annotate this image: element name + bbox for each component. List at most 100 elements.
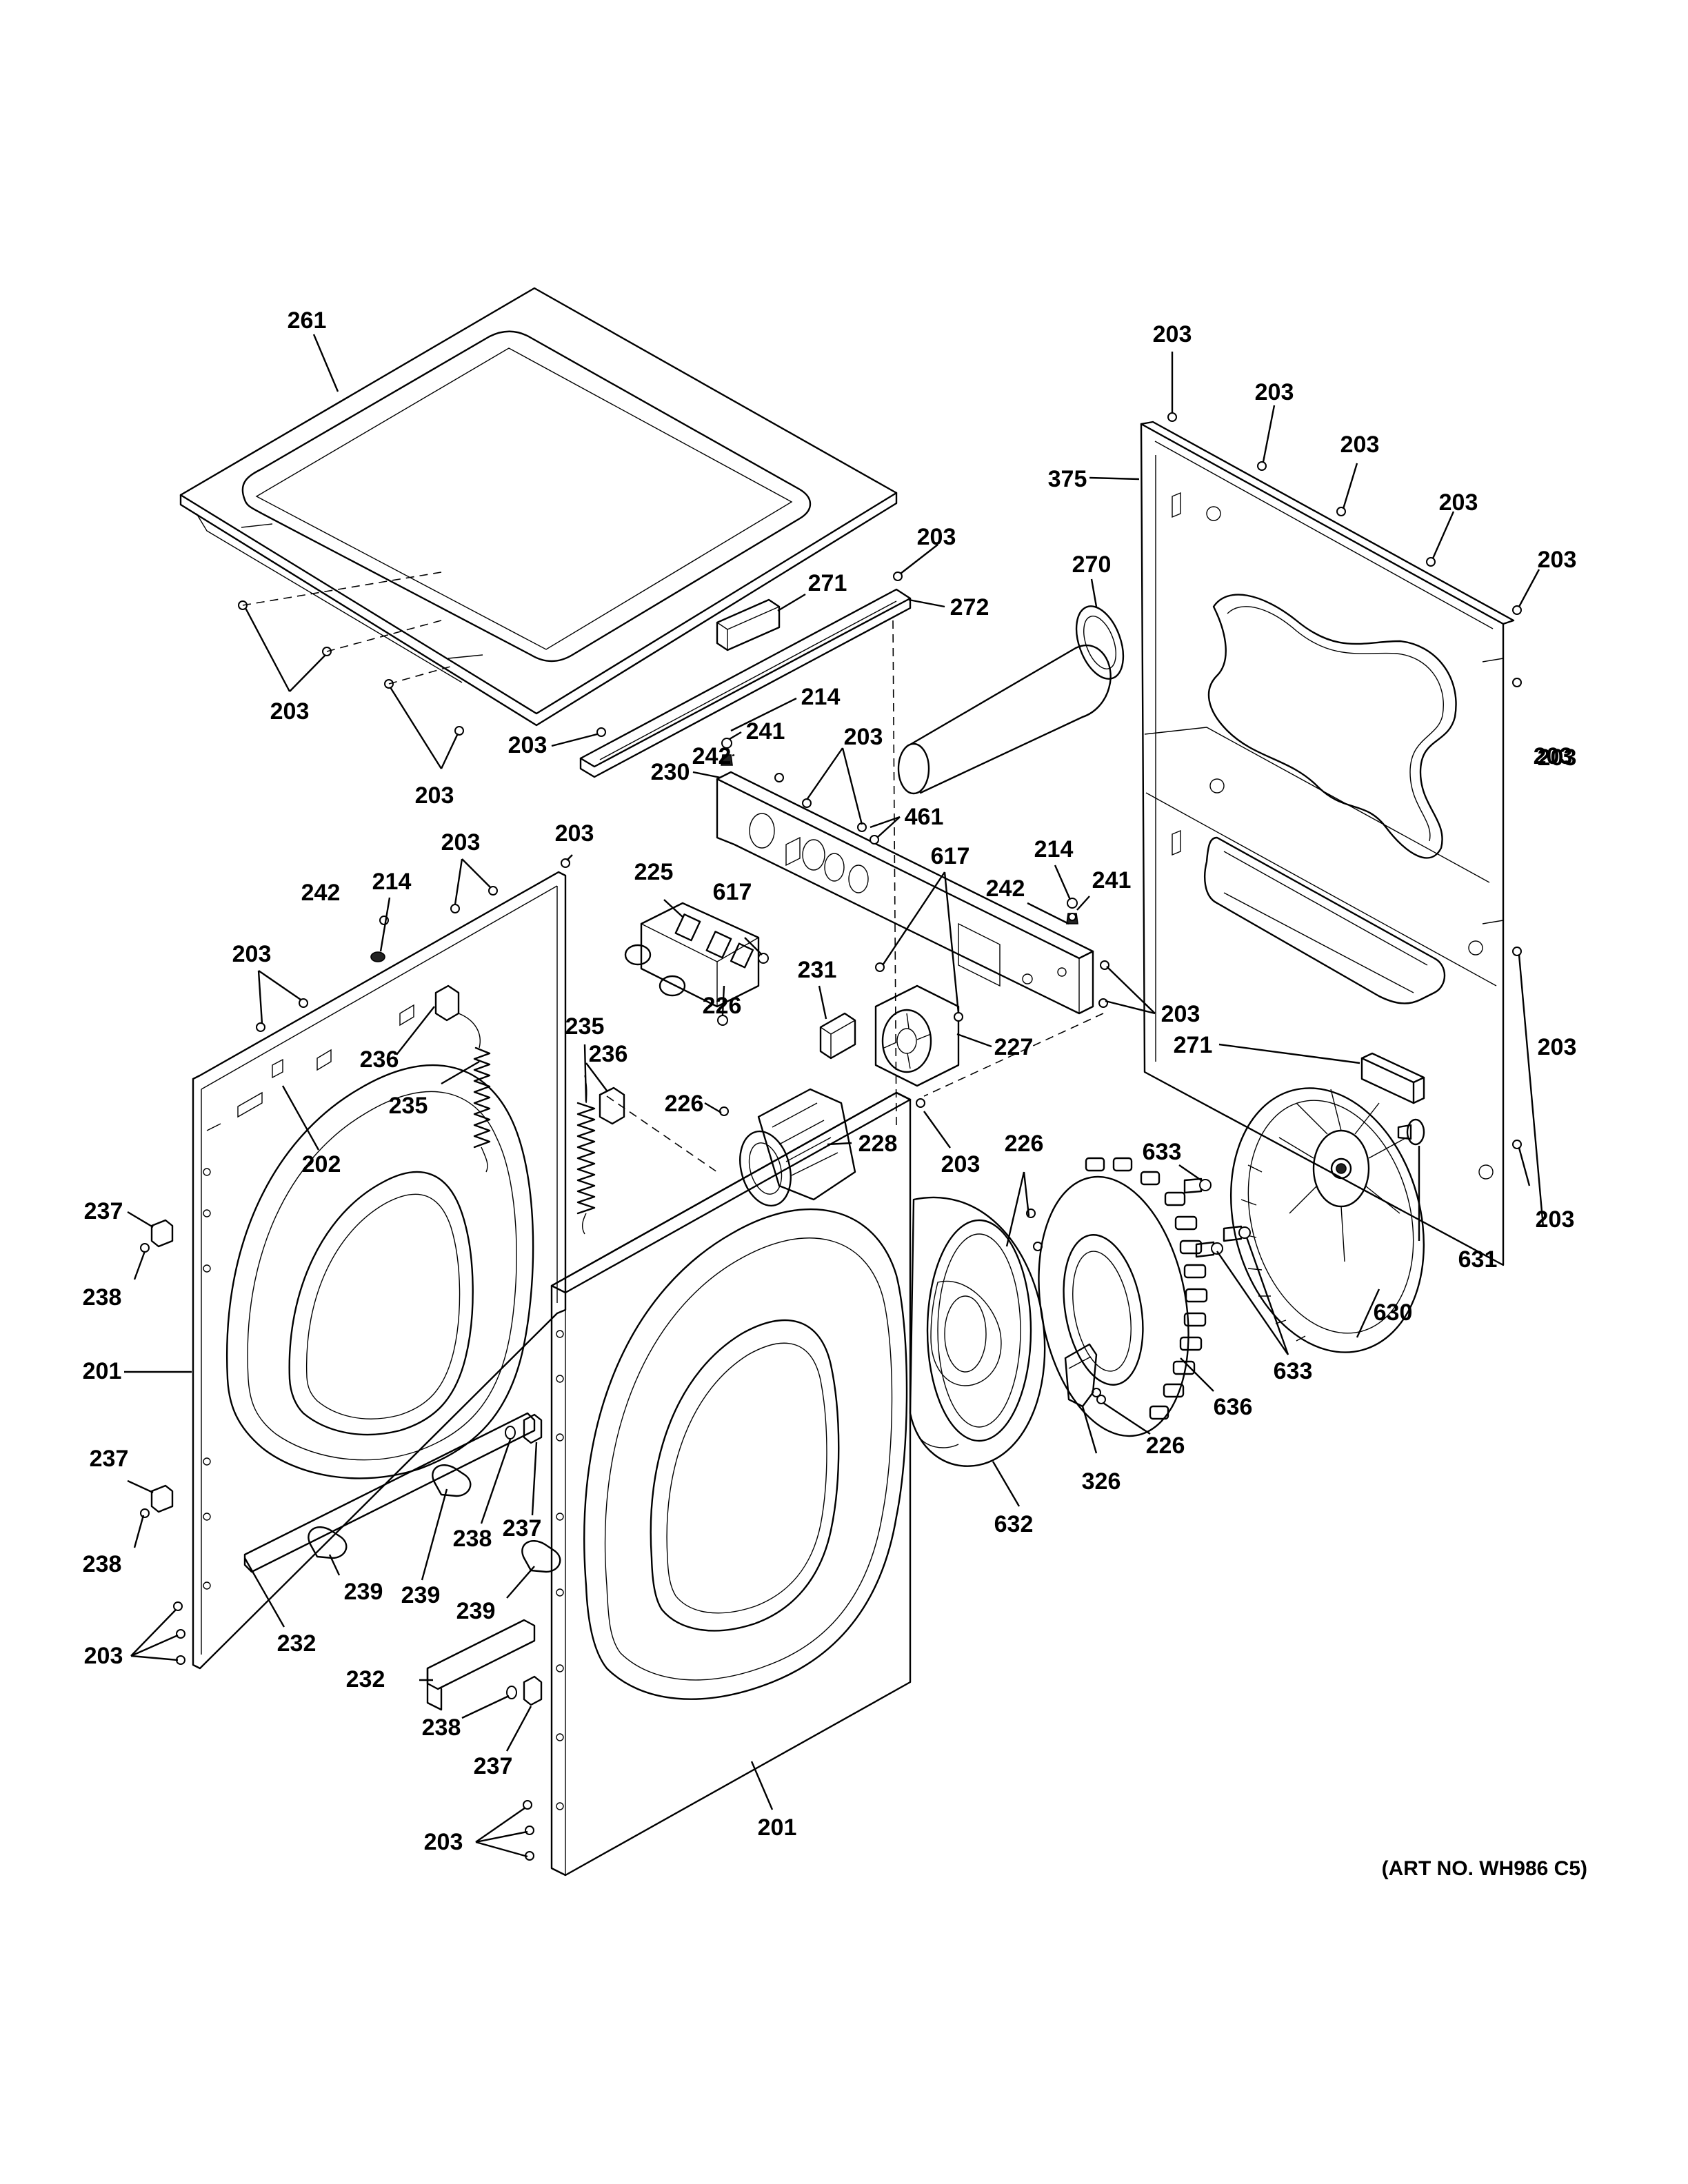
top-panel-261 (179, 287, 898, 727)
callout-227: 227 (994, 1034, 1034, 1060)
front-frame-201-rear (192, 871, 567, 1670)
callout-203: 203 (917, 524, 956, 550)
callout-203: 203 (415, 782, 454, 809)
callout-237: 237 (474, 1753, 513, 1779)
callout-203: 203 (424, 1829, 463, 1855)
callout-236: 236 (589, 1041, 628, 1067)
callout-201: 201 (83, 1358, 122, 1384)
callout-239: 239 (456, 1598, 496, 1624)
bolts-633 (1183, 1177, 1251, 1258)
callout-242: 242 (301, 880, 341, 906)
callout-235: 235 (389, 1093, 428, 1119)
callout-461: 461 (905, 804, 944, 830)
callout-326: 326 (1082, 1468, 1121, 1495)
callout-238: 238 (422, 1715, 461, 1741)
callout-226: 226 (1146, 1433, 1185, 1459)
callout-226: 226 (665, 1091, 704, 1117)
callout-241: 241 (746, 718, 785, 745)
callout-270: 270 (1072, 552, 1112, 578)
back-panel-375 (1140, 421, 1515, 1266)
callout-630: 630 (1374, 1300, 1413, 1326)
callout-203: 203 (844, 724, 883, 750)
callout-636: 636 (1214, 1394, 1253, 1420)
callout-232: 232 (346, 1666, 385, 1692)
stator-teeth (1085, 1157, 1208, 1420)
callout-238: 238 (83, 1551, 122, 1577)
control-bracket-230 (716, 771, 1094, 1015)
callout-271: 271 (1174, 1032, 1213, 1058)
alignment-lines (606, 620, 1104, 1173)
callout-236: 236 (360, 1046, 399, 1073)
top-rail-272 (579, 572, 912, 778)
callout-203: 203 (941, 1151, 981, 1177)
water-valve-225 (624, 902, 769, 1026)
callout-214: 214 (801, 684, 841, 710)
callout-241: 241 (1092, 867, 1132, 893)
pad-271-top (716, 598, 781, 651)
callout-237: 237 (90, 1446, 129, 1472)
callout-202: 202 (302, 1151, 341, 1177)
leader-lines (124, 334, 1545, 1858)
callout-617: 617 (713, 879, 752, 905)
callout-633: 633 (1274, 1358, 1313, 1384)
screws-bracket (721, 738, 1109, 1008)
callout-203: 203 (555, 820, 594, 847)
callout-203: 203 (1538, 547, 1577, 573)
fan-227 (874, 962, 963, 1087)
callout-235: 235 (565, 1013, 605, 1040)
callout-201: 201 (758, 1814, 797, 1841)
rotor-630 (1229, 1087, 1425, 1353)
callout-272: 272 (950, 594, 989, 620)
callout-375: 375 (1048, 466, 1087, 492)
pad-271-back (1360, 1052, 1425, 1104)
exhaust-duct-270 (897, 605, 1125, 795)
callout-203: 203 (84, 1643, 123, 1669)
callout-203: 203 (1536, 1206, 1575, 1233)
callout-261: 261 (288, 307, 327, 334)
callout-242: 242 (986, 876, 1025, 902)
callout-617: 617 (931, 843, 970, 869)
callout-203: 203 (441, 829, 481, 856)
callout-226: 226 (703, 993, 742, 1019)
duct-228 (719, 1088, 856, 1207)
callout-labels: 261 203 203 203 203 203 375 203 271 272 … (83, 307, 1587, 1880)
callout-203: 203 (1340, 432, 1380, 458)
callout-631: 631 (1458, 1246, 1498, 1273)
callout-214: 214 (372, 869, 412, 895)
callout-238: 238 (83, 1284, 122, 1311)
clips-and-brackets (150, 984, 625, 1711)
callout-203: 203 (270, 698, 310, 725)
callout-238: 238 (453, 1526, 492, 1552)
callout-239: 239 (344, 1579, 383, 1605)
callout-203: 203 (1538, 745, 1577, 771)
callout-225: 225 (634, 859, 674, 885)
front-panel-201-front (550, 1091, 912, 1877)
callout-242: 242 (692, 743, 732, 769)
vent-grille (958, 922, 1001, 987)
callout-632: 632 (994, 1511, 1034, 1537)
pcb-231 (819, 1012, 856, 1060)
callout-214: 214 (1034, 836, 1074, 862)
callout-203: 203 (1161, 1001, 1200, 1027)
callout-231: 231 (798, 957, 837, 983)
callout-230: 230 (651, 759, 690, 785)
callout-226: 226 (1005, 1131, 1044, 1157)
bearing-housing-632 (909, 1196, 1046, 1467)
callout-203: 203 (1538, 1034, 1577, 1060)
callout-203: 203 (232, 941, 272, 967)
callout-232: 232 (277, 1630, 316, 1657)
callout-203: 203 (1439, 489, 1478, 516)
art-number: (ART NO. WH986 C5) (1382, 1857, 1587, 1880)
callout-203: 203 (1534, 743, 1573, 769)
callout-237: 237 (84, 1198, 123, 1224)
screws-back-panel (1167, 412, 1522, 1149)
callout-203: 203 (508, 732, 547, 758)
callout-237: 237 (503, 1515, 542, 1541)
hall-sensor-326 (1064, 1343, 1106, 1408)
stator-636 (1038, 1157, 1208, 1437)
callout-228: 228 (858, 1131, 898, 1157)
callout-203: 203 (1255, 379, 1294, 405)
screws-left-frame (140, 858, 570, 1665)
callout-203: 203 (1153, 321, 1192, 347)
